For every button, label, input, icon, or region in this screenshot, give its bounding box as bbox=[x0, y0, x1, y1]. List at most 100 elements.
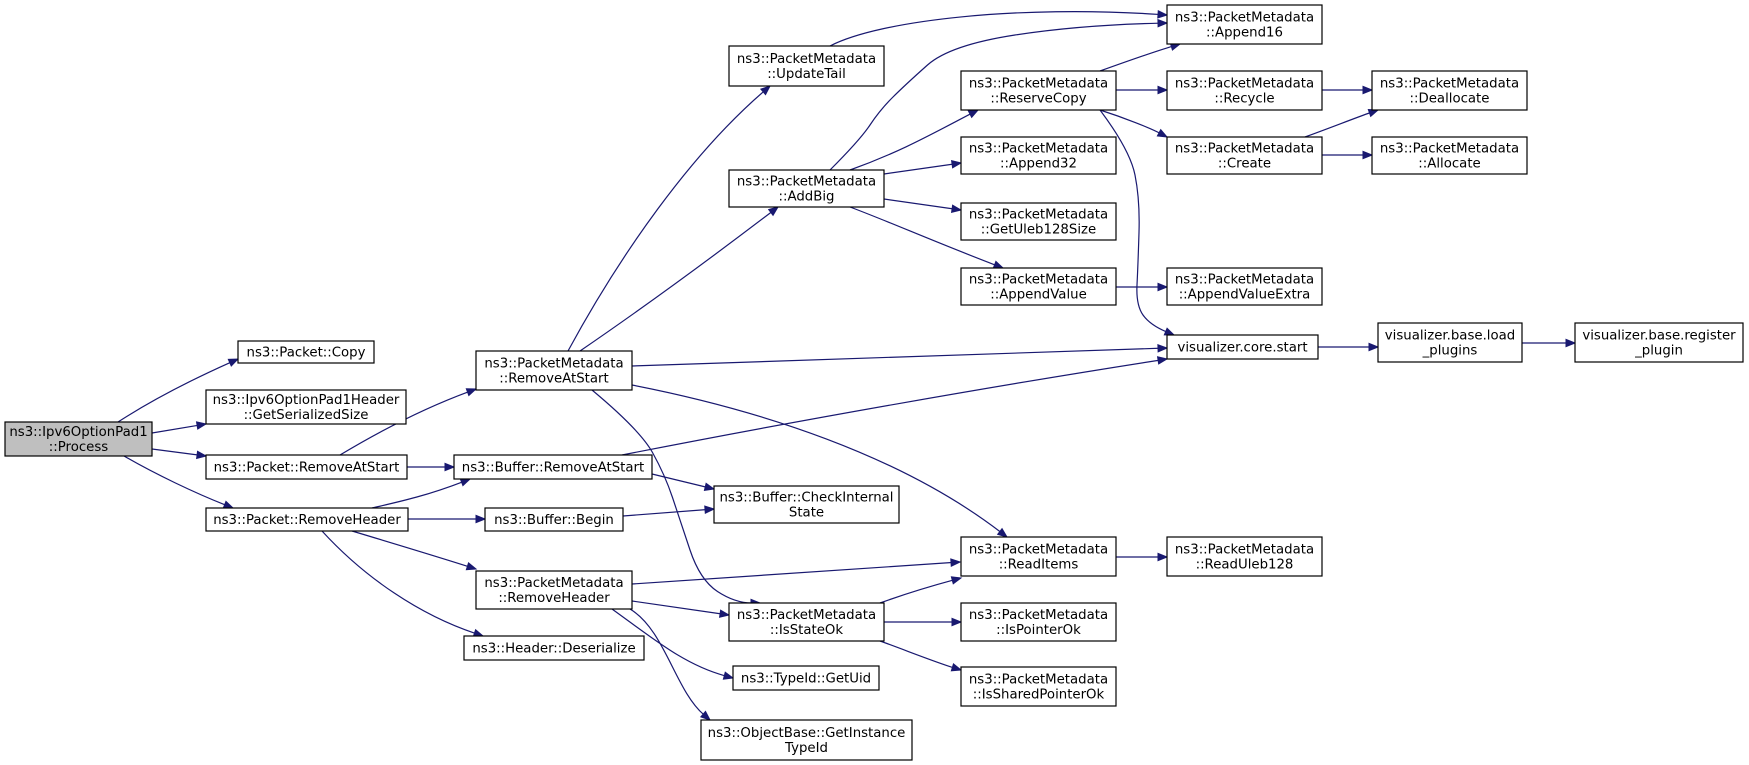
arrow-head bbox=[1157, 10, 1169, 19]
edge-root-to-pktcopy bbox=[117, 358, 240, 423]
node-label-line: ns3::Buffer::RemoveAtStart bbox=[462, 461, 644, 476]
node-pmalloc[interactable]: ns3::PacketMetadata::Allocate bbox=[1371, 136, 1528, 175]
node-box bbox=[1166, 70, 1323, 111]
node-label-line: ns3::Buffer::Begin bbox=[494, 513, 614, 528]
node-pmapp16[interactable]: ns3::PacketMetadata::Append16 bbox=[1166, 4, 1323, 45]
arrow-head bbox=[227, 358, 240, 367]
edge-line bbox=[1304, 112, 1371, 138]
node-bufbegin[interactable]: ns3::Buffer::Begin bbox=[484, 507, 624, 532]
edge-pmreaditems-to-pmreaduleb bbox=[1116, 552, 1169, 562]
node-label-line: ::Create bbox=[1218, 157, 1271, 172]
arrow-head bbox=[196, 450, 208, 460]
edge-pmcreate-to-pmalloc bbox=[1322, 150, 1374, 160]
edge-line bbox=[321, 530, 476, 635]
node-pmdealloc[interactable]: ns3::PacketMetadata::Deallocate bbox=[1371, 70, 1528, 111]
edge-pmrecycle-to-pmdealloc bbox=[1322, 85, 1374, 95]
node-pmaddbig[interactable]: ns3::PacketMetadata::AddBig bbox=[728, 169, 885, 208]
edge-pktras-to-pmras bbox=[339, 388, 478, 456]
arrow-head bbox=[950, 663, 963, 672]
edge-line bbox=[651, 473, 707, 488]
edge-line bbox=[151, 424, 199, 434]
arrow-head bbox=[1157, 343, 1169, 353]
edge-line bbox=[631, 561, 953, 585]
node-box bbox=[463, 635, 645, 661]
node-label-line: ns3::PacketMetadata bbox=[969, 142, 1108, 157]
node-vload[interactable]: visualizer.base.load_plugins bbox=[1377, 322, 1523, 363]
node-box bbox=[1166, 267, 1323, 306]
node-pmuleb[interactable]: ns3::PacketMetadata::GetUleb128Size bbox=[960, 202, 1117, 241]
edge-pmaddbig-to-pmapp16 bbox=[829, 18, 1169, 171]
node-pmras[interactable]: ns3::PacketMetadata::RemoveAtStart bbox=[475, 350, 633, 391]
node-pmrh[interactable]: ns3::PacketMetadata::RemoveHeader bbox=[475, 570, 633, 610]
node-pmrecycle[interactable]: ns3::PacketMetadata::Recycle bbox=[1166, 70, 1323, 111]
arrow-head bbox=[475, 514, 487, 524]
edge-line bbox=[117, 361, 231, 423]
node-box bbox=[960, 70, 1117, 111]
node-pmut[interactable]: ns3::PacketMetadata::UpdateTail bbox=[728, 45, 885, 87]
node-label-line: ::AppendValueExtra bbox=[1179, 288, 1311, 303]
node-pmisptr[interactable]: ns3::PacketMetadata::IsPointerOk bbox=[960, 602, 1117, 642]
node-pktrh[interactable]: ns3::Packet::RemoveHeader bbox=[205, 507, 409, 532]
edge-line bbox=[123, 455, 226, 506]
node-vcore[interactable]: visualizer.core.start bbox=[1166, 334, 1319, 360]
node-label-line: ::RemoveHeader bbox=[498, 591, 610, 606]
node-label-line: ::ReadItems bbox=[999, 558, 1079, 573]
node-pmappval[interactable]: ns3::PacketMetadata::AppendValue bbox=[960, 267, 1117, 306]
node-vreg[interactable]: visualizer.base.register_plugin bbox=[1574, 322, 1744, 363]
node-box bbox=[1371, 70, 1528, 111]
edge-pmrh-to-pmreaditems bbox=[631, 558, 962, 585]
node-pktras[interactable]: ns3::Packet::RemoveAtStart bbox=[205, 454, 408, 480]
node-label-line: visualizer.base.load bbox=[1385, 329, 1515, 344]
edge-line bbox=[371, 481, 463, 509]
node-pmreaduleb[interactable]: ns3::PacketMetadata::ReadUleb128 bbox=[1166, 536, 1323, 577]
edge-root-to-getser bbox=[151, 421, 208, 434]
arrow-head bbox=[1157, 18, 1169, 28]
node-pmreaditems[interactable]: ns3::PacketMetadata::ReadItems bbox=[960, 536, 1117, 577]
node-box bbox=[960, 536, 1117, 577]
arrow-head bbox=[951, 617, 963, 627]
edge-line bbox=[631, 600, 722, 615]
edge-line bbox=[591, 389, 753, 604]
edge-line bbox=[621, 359, 1160, 456]
edge-line bbox=[879, 640, 954, 669]
node-label-line: ::IsStateOk bbox=[770, 623, 843, 638]
node-label-line: ns3::TypeId::GetUid bbox=[741, 672, 871, 687]
edge-bufras-to-vcore bbox=[621, 356, 1169, 456]
node-box bbox=[205, 389, 407, 425]
edge-pmappval-to-pmappvalx bbox=[1116, 282, 1169, 292]
node-bufras[interactable]: ns3::Buffer::RemoveAtStart bbox=[453, 454, 653, 480]
node-pmappvalx[interactable]: ns3::PacketMetadata::AppendValueExtra bbox=[1166, 267, 1323, 306]
edge-line bbox=[151, 448, 199, 456]
node-label-line: ns3::PacketMetadata bbox=[1175, 273, 1314, 288]
node-pmcreate[interactable]: ns3::PacketMetadata::Create bbox=[1166, 136, 1323, 175]
node-pmapp32[interactable]: ns3::PacketMetadata::Append32 bbox=[960, 136, 1117, 175]
node-box bbox=[728, 169, 885, 208]
node-getser[interactable]: ns3::Ipv6OptionPad1Header::GetSerialized… bbox=[205, 389, 407, 425]
node-pmisshared[interactable]: ns3::PacketMetadata::IsSharedPointerOk bbox=[960, 666, 1117, 707]
arrow-head bbox=[222, 500, 235, 509]
node-box bbox=[453, 454, 653, 480]
node-label-line: ns3::PacketMetadata bbox=[969, 608, 1108, 623]
edge-pmaddbig-to-pmuleb bbox=[883, 198, 963, 213]
node-label-line: ns3::Packet::Copy bbox=[247, 346, 366, 361]
node-pmreserve[interactable]: ns3::PacketMetadata::ReserveCopy bbox=[960, 70, 1117, 111]
node-label-line: ns3::PacketMetadata bbox=[969, 543, 1108, 558]
arrow-head bbox=[704, 505, 716, 515]
node-hdrdeser[interactable]: ns3::Header::Deserialize bbox=[463, 635, 645, 661]
node-box bbox=[475, 570, 633, 610]
edge-pmisok-to-pmreaditems bbox=[879, 576, 963, 604]
node-pmisok[interactable]: ns3::PacketMetadata::IsStateOk bbox=[728, 602, 885, 642]
edge-line bbox=[1099, 109, 1167, 333]
node-box bbox=[1371, 136, 1528, 175]
node-label-line: State bbox=[789, 506, 824, 521]
node-typeid[interactable]: ns3::TypeId::GetUid bbox=[732, 665, 880, 691]
node-label-line: ::ReadUleb128 bbox=[1196, 558, 1294, 573]
node-label-line: TypeId bbox=[784, 741, 828, 756]
node-box bbox=[728, 602, 885, 642]
node-box bbox=[960, 666, 1117, 707]
node-pktcopy[interactable]: ns3::Packet::Copy bbox=[237, 340, 375, 364]
node-box bbox=[484, 507, 624, 532]
edge-line bbox=[567, 90, 765, 352]
